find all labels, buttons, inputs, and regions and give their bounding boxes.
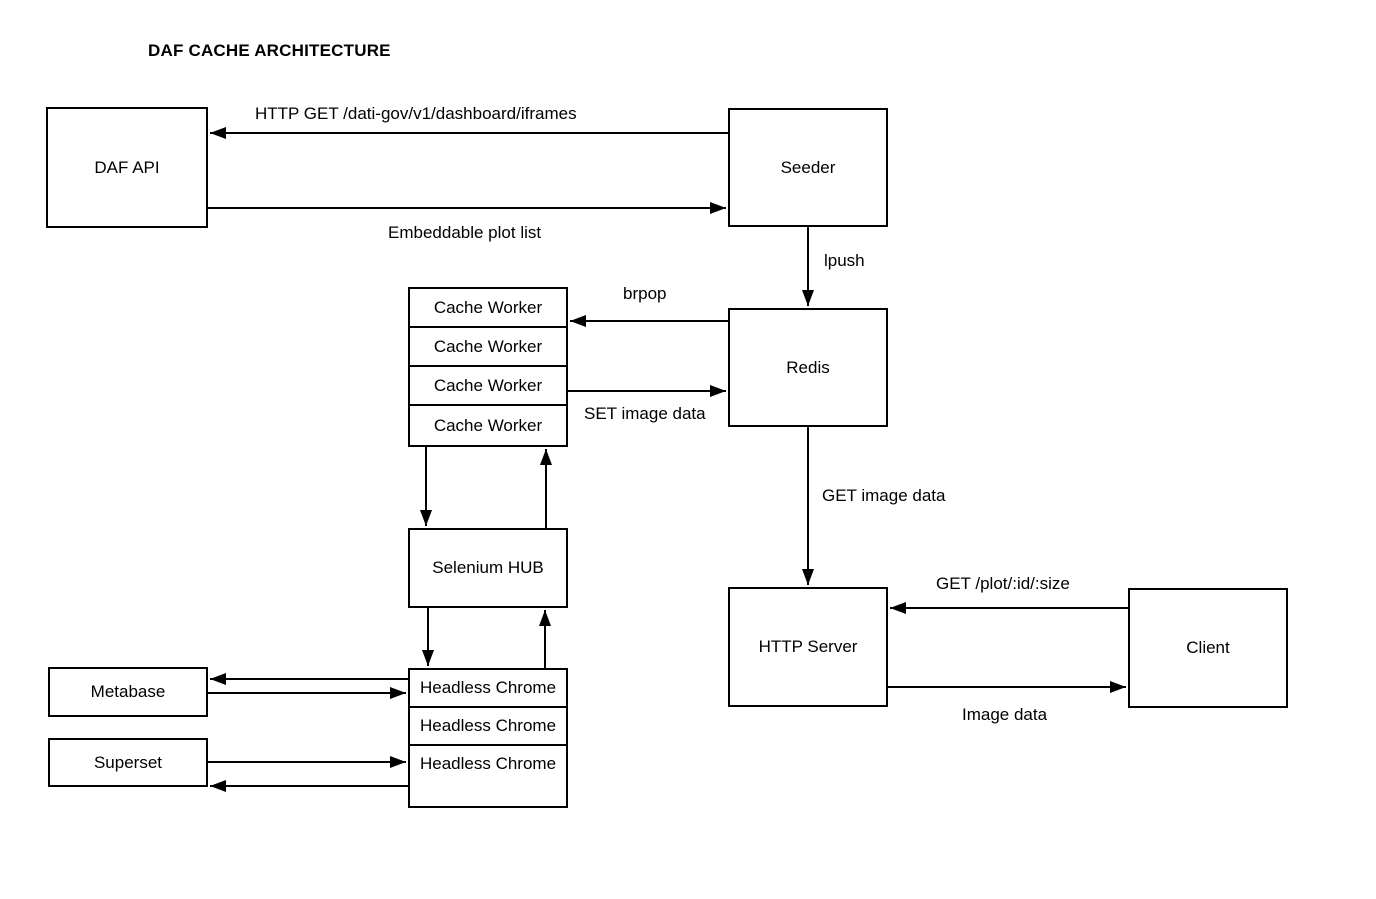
edge-label-get-image-data: GET image data: [822, 486, 946, 505]
cache-worker-row: Cache Worker: [410, 289, 566, 328]
node-metabase: Metabase: [48, 667, 208, 717]
node-daf-api: DAF API: [46, 107, 208, 228]
node-http-server: HTTP Server: [728, 587, 888, 707]
node-selenium-hub-label: Selenium HUB: [432, 558, 544, 577]
node-client: Client: [1128, 588, 1288, 708]
cache-worker-label: Cache Worker: [433, 415, 543, 435]
stack-headless-chrome: Headless Chrome Headless Chrome Headless…: [408, 668, 568, 808]
edge-label-brpop: brpop: [623, 284, 667, 303]
edge-label-lpush: lpush: [824, 251, 865, 270]
headless-chrome-label: Headless Chrome: [419, 716, 557, 735]
headless-chrome-row: Headless Chrome: [410, 708, 566, 746]
node-redis: Redis: [728, 308, 888, 427]
node-client-label: Client: [1186, 638, 1230, 657]
node-seeder-label: Seeder: [780, 157, 836, 177]
cache-worker-label: Cache Worker: [433, 375, 543, 395]
cache-worker-row: Cache Worker: [410, 367, 566, 406]
edge-label-http-get: HTTP GET /dati-gov/v1/dashboard/iframes: [255, 104, 577, 123]
cache-worker-label: Cache Worker: [433, 297, 543, 317]
node-superset-label: Superset: [93, 752, 163, 772]
cache-worker-row: Cache Worker: [410, 406, 566, 445]
node-selenium-hub: Selenium HUB: [408, 528, 568, 608]
headless-chrome-label: Headless Chrome: [419, 678, 557, 697]
edge-label-get-plot: GET /plot/:id/:size: [936, 574, 1070, 593]
node-redis-label: Redis: [786, 357, 830, 377]
node-metabase-label: Metabase: [90, 682, 166, 701]
edge-label-image-data: Image data: [962, 705, 1048, 724]
stack-cache-workers: Cache Worker Cache Worker Cache Worker C…: [408, 287, 568, 447]
cache-worker-label: Cache Worker: [433, 336, 543, 356]
headless-chrome-row: Headless Chrome: [410, 746, 566, 806]
headless-chrome-row: Headless Chrome: [410, 670, 566, 708]
cache-worker-row: Cache Worker: [410, 328, 566, 367]
headless-chrome-label: Headless Chrome: [419, 754, 557, 773]
node-http-server-label: HTTP Server: [758, 637, 858, 656]
node-superset: Superset: [48, 738, 208, 787]
edge-label-embeddable-plot-list: Embeddable plot list: [388, 223, 542, 242]
node-seeder: Seeder: [728, 108, 888, 227]
diagram-title: DAF CACHE ARCHITECTURE: [148, 41, 391, 60]
node-daf-api-label: DAF API: [94, 157, 160, 177]
edge-label-set-image-data: SET image data: [584, 404, 706, 423]
